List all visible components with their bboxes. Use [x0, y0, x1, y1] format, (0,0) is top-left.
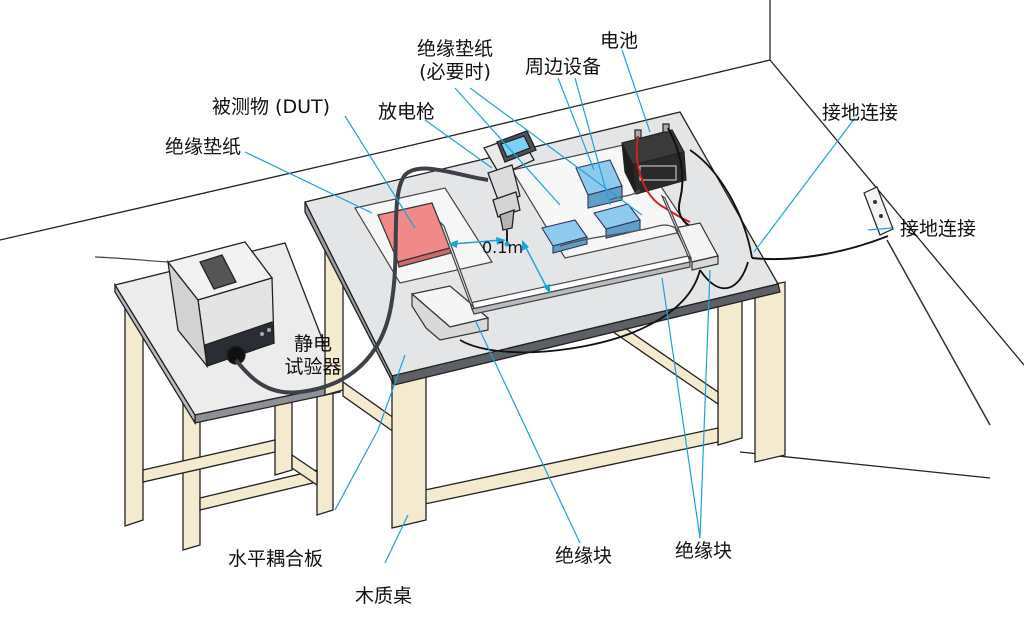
label-insulating-block-1: 绝缘块	[555, 545, 613, 567]
label-ground-connection-1: 接地连接	[822, 102, 899, 124]
peripheral-device-3	[575, 159, 623, 209]
cables	[459, 149, 889, 354]
label-wooden-table: 木质桌	[355, 585, 413, 607]
label-insulating-paper-optional-line2: (必要时)	[419, 61, 491, 83]
label-horizontal-coupling-plane: 水平耦合板	[228, 548, 324, 570]
label-distance: 0.1m	[482, 238, 524, 257]
wall-ground-terminal	[863, 186, 991, 426]
label-insulating-block-2: 绝缘块	[675, 540, 733, 562]
label-insulating-paper-optional-line1: 绝缘垫纸	[416, 38, 493, 60]
horizontal-coupling-strip	[439, 194, 693, 315]
label-dut: 被测物 (DUT)	[212, 96, 331, 118]
esd-simulator-box	[166, 241, 275, 369]
label-discharge-gun: 放电枪	[378, 101, 436, 123]
distance-arrows	[448, 237, 550, 294]
tester-power-cord	[94, 256, 169, 263]
label-esd-tester-line2: 试验器	[284, 356, 342, 378]
leader-lines	[244, 49, 893, 564]
label-peripheral: 周边设备	[525, 56, 602, 78]
label-insulating-paper-optional: 绝缘垫纸 (必要时)	[400, 38, 510, 84]
label-esd-tester: 静电 试验器	[278, 333, 348, 379]
discharge-gun	[483, 130, 537, 247]
battery-lead-black	[667, 127, 695, 229]
discharge-gun-cable	[234, 166, 489, 395]
peripheral-device-2	[593, 203, 641, 239]
label-insulating-paper: 绝缘垫纸	[165, 136, 242, 158]
insulating-block-front	[410, 285, 490, 341]
label-battery: 电池	[600, 30, 639, 52]
label-esd-tester-line1: 静电	[293, 333, 332, 355]
label-ground-connection-2: 接地连接	[900, 218, 977, 240]
